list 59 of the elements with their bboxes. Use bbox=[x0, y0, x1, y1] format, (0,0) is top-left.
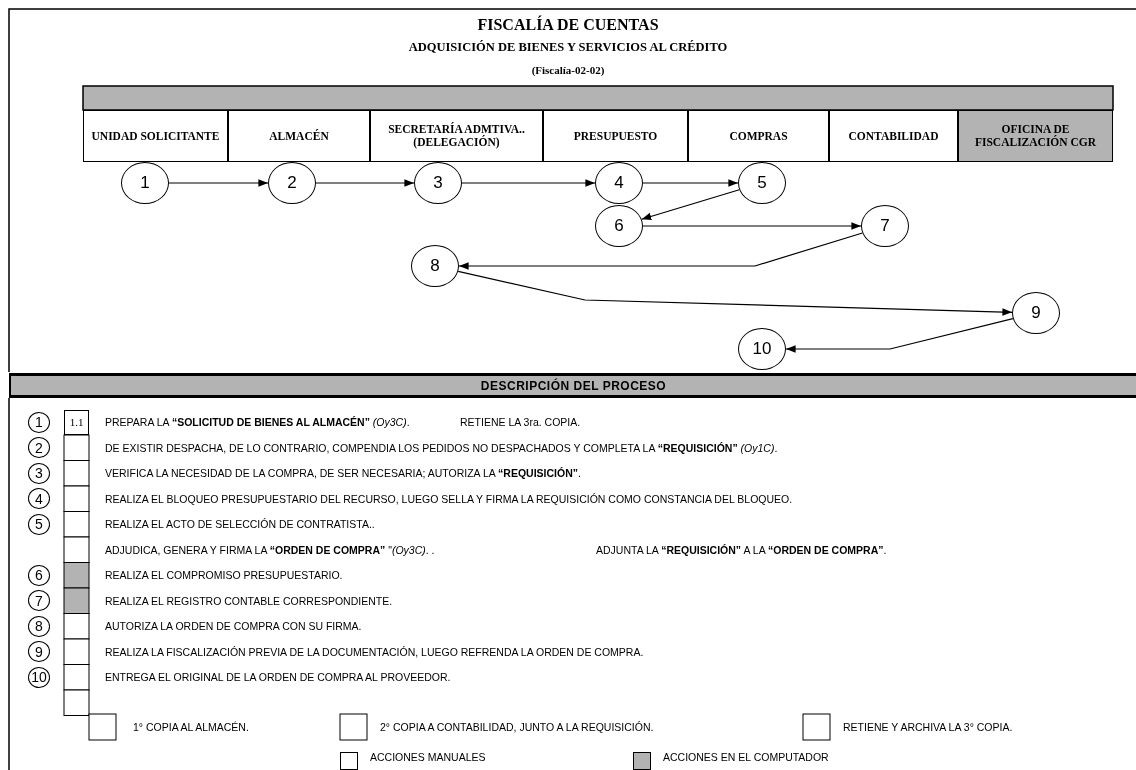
arrow bbox=[457, 270, 1013, 316]
arrow bbox=[785, 318, 1014, 353]
title: FISCALÍA DE CUENTAS bbox=[476, 16, 660, 34]
subtitle: ADQUISICIÓN DE BIENES Y SERVICIOS AL CRÉDITO bbox=[407, 40, 729, 55]
step-circle: 1 bbox=[28, 411, 50, 433]
step-circle: 8 bbox=[28, 615, 50, 637]
step-circle: 4 bbox=[595, 162, 643, 204]
arrow bbox=[168, 179, 269, 187]
copy-note: 1° COPIA AL ALMACÉN. bbox=[133, 720, 249, 734]
lane-header: SECRETARÍA ADMTIVA.. (DELEGACIÓN) bbox=[370, 110, 543, 162]
step-circle: 3 bbox=[414, 162, 462, 204]
legend-label: ACCIONES EN EL COMPUTADOR bbox=[663, 750, 829, 764]
step-description: ENTREGA EL ORIGINAL DE LA ORDEN DE COMPRA AL PROVEEDOR. bbox=[105, 670, 451, 684]
step-description: ADJUDICA, GENERA Y FIRMA LA “ORDEN DE COMPRA” "(Oy3C). . bbox=[105, 542, 435, 557]
copy-note: RETIENE Y ARCHIVA LA 3° COPIA. bbox=[843, 720, 1013, 734]
legend-label: ACCIONES MANUALES bbox=[370, 750, 486, 764]
arrow bbox=[461, 179, 596, 187]
step-circle: 2 bbox=[268, 162, 316, 204]
arrow bbox=[642, 179, 739, 187]
step-circle: 6 bbox=[28, 564, 50, 586]
step-circle: 9 bbox=[28, 641, 50, 662]
step-description: REALIZA EL REGISTRO CONTABLE CORRESPONDIENTE. bbox=[105, 593, 393, 608]
step-circle: 1 bbox=[121, 162, 169, 204]
step-description: RETIENE LA 3ra. COPIA. bbox=[460, 415, 581, 429]
lane-header: CONTABILIDAD bbox=[829, 110, 958, 162]
arrow bbox=[642, 222, 862, 230]
lane-header: UNIDAD SOLICITANTE bbox=[83, 110, 228, 162]
step-circle: 7 bbox=[861, 205, 909, 247]
step-circle: 8 bbox=[411, 245, 459, 287]
copy-note: 2° COPIA A CONTABILIDAD, JUNTO A LA REQUISICIÓN. bbox=[380, 720, 654, 734]
step-circle: 2 bbox=[28, 437, 50, 458]
step-circle: 5 bbox=[28, 513, 50, 535]
step-circle: 10 bbox=[738, 328, 786, 370]
step-circle: 5 bbox=[738, 162, 786, 204]
step-circle: 9 bbox=[1012, 292, 1060, 334]
step-description: REALIZA EL BLOQUEO PRESUPUESTARIO DEL RECURSO, LUEGO SELLA Y FIRMA LA REQUISICIÓN COMO CONSTANCIA DEL BLOQUEO. bbox=[105, 491, 793, 506]
step-circle: 6 bbox=[595, 205, 643, 247]
arrow bbox=[315, 179, 415, 187]
step-description: REALIZA EL COMPROMISO PRESUPUESTARIO. bbox=[105, 568, 343, 582]
step-circle: 7 bbox=[28, 590, 50, 611]
lane-header: ALMACÉN bbox=[228, 110, 370, 162]
document-code: (Fiscalía-02-02) bbox=[530, 64, 606, 76]
step-circle: 3 bbox=[28, 462, 50, 484]
step-description: REALIZA LA FISCALIZACIÓN PREVIA DE LA DOCUMENTACIÓN, LUEGO REFRENDA LA ORDEN DE COMPRA. bbox=[105, 644, 644, 659]
step-description: REALIZA EL ACTO DE SELECCIÓN DE CONTRATISTA.. bbox=[105, 517, 375, 531]
step-circle: 10 bbox=[28, 666, 50, 688]
lane-header: COMPRAS bbox=[688, 110, 829, 162]
step-description: AUTORIZA LA ORDEN DE COMPRA CON SU FIRMA. bbox=[105, 619, 362, 633]
step-description: DE EXISTIR DESPACHA, DE LO CONTRARIO, COMPENDIA LOS PEDIDOS NO DESPACHADOS Y COMPLETA LA “REQUISICIÓN” (Oy1C). bbox=[105, 440, 778, 455]
arrow bbox=[641, 189, 740, 221]
lane-header: OFICINA DE FISCALIZACIÓN CGR bbox=[958, 110, 1113, 162]
arrow bbox=[458, 232, 863, 270]
step-description: ADJUNTA LA “REQUISICIÓN” A LA “ORDEN DE COMPRA”. bbox=[596, 542, 887, 557]
lane-header: PRESUPUESTO bbox=[543, 110, 688, 162]
step-description: VERIFICA LA NECESIDAD DE LA COMPRA, DE SER NECESARIA; AUTORIZA LA “REQUISICIÓN”. bbox=[105, 466, 581, 480]
step-number: 1.1 bbox=[64, 409, 89, 435]
step-circle: 4 bbox=[28, 488, 50, 509]
step-description: PREPARA LA “SOLICITUD DE BIENES AL ALMACÉN” (Oy3C). bbox=[105, 415, 410, 429]
section-header: DESCRIPCIÓN DEL PROCESO bbox=[9, 373, 1136, 398]
